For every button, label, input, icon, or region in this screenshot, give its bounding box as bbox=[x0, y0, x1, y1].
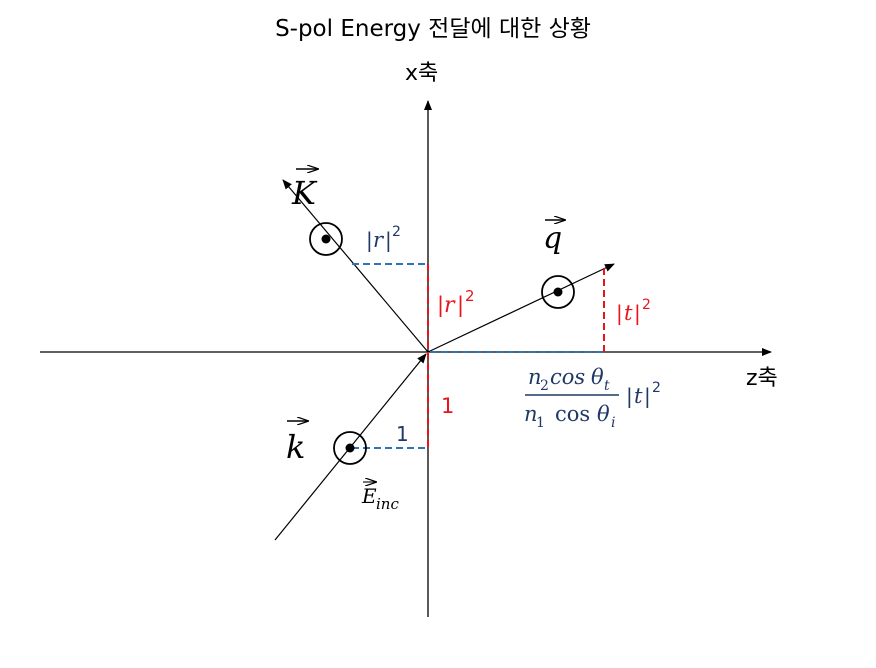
svg-text:n: n bbox=[524, 402, 538, 426]
reflected-wave-vector-label: K bbox=[291, 169, 318, 212]
svg-text:Einc: Einc bbox=[361, 484, 399, 513]
svg-text:2: 2 bbox=[392, 224, 401, 240]
svg-text:2: 2 bbox=[540, 378, 549, 394]
transmitted-wave-vector-label: q bbox=[543, 220, 565, 256]
incident-amplitude-red: 1 bbox=[441, 394, 454, 418]
incident-amplitude-blue: 1 bbox=[396, 422, 409, 446]
svg-text:r: r bbox=[373, 228, 385, 252]
svg-text:r: r bbox=[444, 293, 456, 318]
svg-text:i: i bbox=[611, 415, 615, 431]
svg-text:|: | bbox=[634, 301, 641, 325]
svg-text:|: | bbox=[437, 293, 444, 318]
svg-text:2: 2 bbox=[465, 287, 475, 305]
svg-text:cos: cos bbox=[555, 402, 590, 426]
svg-text:K: K bbox=[291, 174, 318, 212]
incident-field-label: Einc bbox=[361, 482, 399, 513]
svg-text:1: 1 bbox=[536, 415, 545, 431]
reflect-coefficient-red: | r | 2 bbox=[437, 287, 475, 318]
x-axis-label: x축 bbox=[405, 61, 438, 86]
field-dot-icon-incident bbox=[333, 431, 367, 465]
field-dot-icon-reflected bbox=[309, 222, 343, 256]
reflect-coefficient-blue: | r | 2 bbox=[366, 224, 401, 252]
svg-text:|: | bbox=[457, 293, 464, 318]
transmit-coefficient-red: | t | 2 bbox=[616, 297, 651, 325]
svg-text:|: | bbox=[616, 301, 623, 325]
svg-text:t: t bbox=[634, 384, 643, 408]
transmitted-ray bbox=[427, 263, 615, 353]
field-dot-icon-transmitted bbox=[541, 275, 575, 309]
svg-text:k: k bbox=[286, 428, 305, 466]
incident-wave-vector-label: k bbox=[286, 421, 308, 466]
svg-text:|: | bbox=[626, 384, 633, 408]
svg-text:q: q bbox=[543, 221, 562, 256]
svg-text:2: 2 bbox=[642, 297, 651, 313]
svg-text:t: t bbox=[624, 301, 633, 325]
reflected-ray bbox=[282, 179, 429, 353]
svg-text:|: | bbox=[644, 384, 651, 408]
svg-text:2: 2 bbox=[652, 380, 661, 396]
svg-text:θ: θ bbox=[597, 402, 610, 426]
diagram-title: S-pol Energy 전달에 대한 상황 bbox=[275, 16, 591, 42]
svg-text:θ: θ bbox=[591, 365, 604, 389]
svg-text:cos: cos bbox=[550, 365, 585, 389]
svg-text:n: n bbox=[528, 365, 542, 389]
svg-text:t: t bbox=[604, 378, 610, 394]
svg-text:|: | bbox=[366, 228, 373, 252]
svg-text:|: | bbox=[385, 228, 392, 252]
transmission-energy-formula: n 2 cos θ t n 1 cos θ i | t | 2 bbox=[524, 365, 661, 431]
z-axis-label: z축 bbox=[746, 366, 778, 391]
